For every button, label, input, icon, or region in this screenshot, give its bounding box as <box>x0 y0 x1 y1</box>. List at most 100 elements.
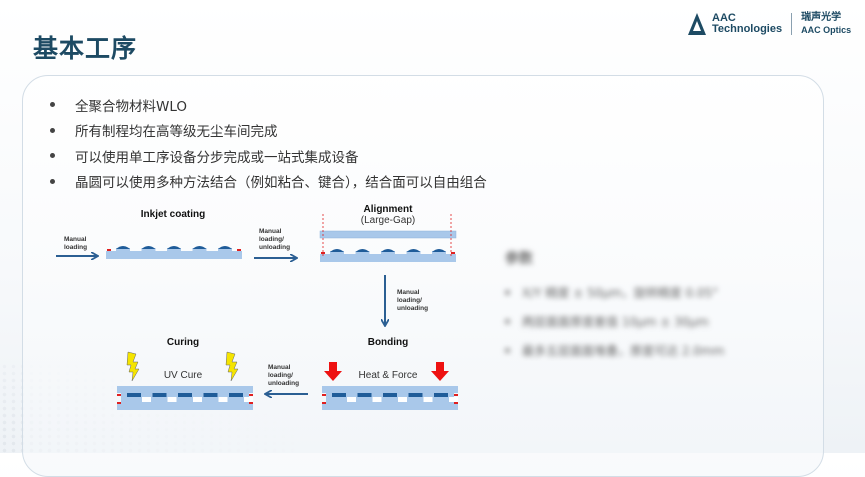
cavity <box>218 397 228 402</box>
arrow-label: loading/ <box>397 297 422 304</box>
cavity <box>167 397 177 402</box>
lens-droplet <box>406 249 421 252</box>
edge-marker <box>237 249 241 251</box>
params-text: 两层面面厚度差值 10μm ± 30μm <box>522 315 709 329</box>
arrow-label: unloading <box>268 380 299 387</box>
bullet-item: 晶圆可以使用多种方法结合（例如粘合、键合），结合面可以自由组合 <box>50 169 487 195</box>
middle-layer <box>121 393 249 402</box>
bonded-lens <box>152 393 167 397</box>
logo-cn-name: 瑞声光学 <box>801 12 842 23</box>
lens-droplet <box>218 246 232 249</box>
cavity <box>372 397 382 402</box>
edge-marker <box>321 252 325 254</box>
wafer-pad <box>141 248 156 252</box>
wafer-pad <box>406 251 421 255</box>
top-wafer <box>117 386 253 393</box>
edge-marker <box>117 394 121 396</box>
lens-wafer <box>320 249 456 262</box>
arrow-label: Manual <box>268 364 291 371</box>
lens-droplet <box>141 246 156 249</box>
bonded-lens <box>383 393 397 397</box>
arrow-label: Manual <box>259 228 282 235</box>
edge-marker <box>451 252 455 254</box>
step-bonding-subtitle: Heat & Force <box>359 370 418 381</box>
lens-droplet <box>355 249 370 252</box>
params-item: X/Y 精度 ± 50μm，旋转精度 0.05° <box>505 278 724 307</box>
force-arrow-icon <box>324 362 342 381</box>
edge-marker <box>454 394 458 396</box>
bullet-text: 晶圆可以使用多种方法结合（例如粘合、键合），结合面可以自由组合 <box>75 175 487 192</box>
bonded-lens <box>357 393 372 397</box>
wafer-pad <box>192 248 207 252</box>
logo-divider <box>791 13 793 35</box>
bullet-list: 全聚合物材料WLO 所有制程均在高等级无尘车间完成 可以使用单工序设备分步完成或… <box>50 92 487 194</box>
bonded-lens <box>229 393 243 397</box>
bonded-stack <box>117 386 253 410</box>
logo-brand-line1: AAC <box>712 12 736 24</box>
blurred-params: 参数 X/Y 精度 ± 50μm，旋转精度 0.05° 两层面面厚度差值 10μ… <box>505 248 724 365</box>
bullet-item: 所有制程均在高等级无尘车间完成 <box>50 118 487 144</box>
params-text: X/Y 精度 ± 50μm，旋转精度 0.05° <box>522 286 719 300</box>
wafer-pad <box>432 251 446 255</box>
cavity <box>142 397 151 402</box>
lens-droplet <box>116 246 130 249</box>
top-wafer <box>322 386 458 393</box>
bonded-lens <box>434 393 448 397</box>
arrow-label: loading/ <box>259 236 284 243</box>
bonded-lens <box>332 393 346 397</box>
step-alignment-title: Alignment <box>364 204 414 215</box>
bottom-wafer <box>117 402 253 410</box>
cavity <box>449 397 458 402</box>
cavity <box>398 397 407 402</box>
step-curing-subtitle: UV Cure <box>164 370 203 381</box>
bonded-stack <box>322 386 458 410</box>
wafer-pad <box>116 248 130 252</box>
middle-layer <box>326 393 454 402</box>
edge-marker <box>322 394 326 396</box>
arrow-label: Manual <box>397 289 420 296</box>
lens-droplet <box>381 249 395 252</box>
edge-marker <box>117 402 121 404</box>
cavity <box>423 397 433 402</box>
arrow-label: unloading <box>259 244 290 251</box>
process-diagram: Inkjet coating Manual loading Manual loa… <box>56 204 458 410</box>
lens-droplet <box>167 246 181 249</box>
bullet-item: 可以使用单工序设备分步完成或一站式集成设备 <box>50 143 487 169</box>
arrow-label: Manual <box>64 236 87 243</box>
wafer-pad <box>330 251 344 255</box>
force-arrow-icon <box>431 362 449 381</box>
cavity <box>244 397 253 402</box>
wafer-pad <box>167 248 181 252</box>
lens-droplet <box>330 249 344 252</box>
lens-droplet <box>192 246 207 249</box>
params-item: 最多五层面面堆叠，厚度可达 2.0mm <box>505 336 724 365</box>
step-alignment-subtitle: (Large-Gap) <box>361 215 415 226</box>
params-text: 最多五层面面堆叠，厚度可达 2.0mm <box>522 344 725 358</box>
lens-wafer <box>106 246 242 259</box>
wafer-pad <box>381 251 395 255</box>
bottom-wafer <box>322 402 458 410</box>
arrow-label: loading/ <box>268 372 293 379</box>
wafer-pad <box>218 248 232 252</box>
logo-en-name: AAC Optics <box>801 25 852 35</box>
logo-triangle-icon <box>688 13 706 35</box>
lens-droplet <box>432 249 446 252</box>
wafer-base <box>106 251 242 259</box>
cavity <box>347 397 356 402</box>
edge-marker <box>107 249 111 251</box>
logo-brand-line2: Technologies <box>712 23 783 35</box>
bonded-lens <box>127 393 141 397</box>
slide-title: 基本工序 <box>33 34 138 63</box>
step-curing-title: Curing <box>167 337 199 348</box>
step-inkjet-title: Inkjet coating <box>141 209 205 220</box>
bonded-lens <box>203 393 218 397</box>
params-heading: 参数 <box>505 251 533 267</box>
params-item: 两层面面厚度差值 10μm ± 30μm <box>505 307 724 336</box>
top-wafer <box>319 230 457 239</box>
edge-marker <box>249 402 253 404</box>
arrow-label: unloading <box>397 305 428 312</box>
wafer-pad <box>355 251 370 255</box>
bullet-text: 可以使用单工序设备分步完成或一站式集成设备 <box>75 149 359 166</box>
bullet-text: 所有制程均在高等级无尘车间完成 <box>75 124 278 141</box>
